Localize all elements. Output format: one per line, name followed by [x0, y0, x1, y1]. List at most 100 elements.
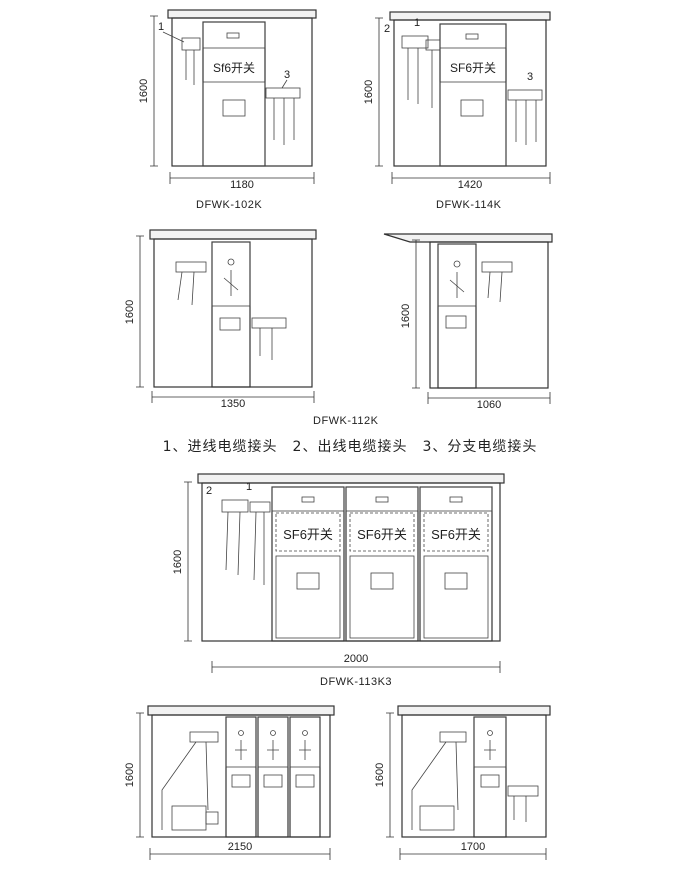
sf6-panel-3	[419, 486, 493, 642]
switch-panel-3	[289, 716, 321, 838]
height-dimension	[386, 712, 394, 838]
roof	[383, 233, 553, 243]
model-caption: DFWK-113K3	[320, 676, 393, 688]
cable-head-1	[425, 39, 441, 51]
model-caption: DFWK-102K	[196, 199, 263, 211]
width-dimension	[391, 172, 551, 184]
cabinet-body	[151, 714, 331, 838]
cable-head	[507, 785, 539, 797]
cable-head-3	[265, 87, 301, 99]
switch-label: SF6开关	[283, 527, 333, 542]
height-dimension	[412, 239, 420, 389]
cabinet-body	[153, 238, 313, 388]
model-caption: DFWK-112K	[313, 415, 379, 427]
unit-bottom-right: 1600 1700	[374, 705, 551, 860]
cable	[225, 511, 241, 576]
lower-door	[439, 81, 507, 167]
height-label: 1600	[363, 80, 375, 104]
height-label: 1600	[172, 550, 184, 574]
legend: 1、进线电缆接头 2、出线电缆接头 3、分支电缆接头	[162, 439, 538, 455]
cable	[487, 271, 503, 303]
indicator	[465, 33, 479, 40]
cable-head-2	[221, 499, 249, 513]
callout-3: 3	[527, 71, 533, 83]
cable	[513, 796, 527, 822]
unit-dfwk-112k-right: 1600 1060	[383, 233, 553, 411]
switch-label: SF6开关	[450, 61, 496, 75]
lower-door	[202, 81, 266, 167]
width-dimension	[427, 392, 551, 404]
terminal	[205, 811, 219, 825]
cabinet-body	[429, 241, 549, 389]
callout-3: 3	[284, 69, 290, 81]
control-section	[437, 243, 477, 307]
callout-2: 2	[206, 485, 212, 497]
gauge	[227, 258, 235, 266]
callout-1: 1	[414, 17, 420, 29]
width-label: 1700	[461, 841, 485, 853]
cable	[407, 48, 419, 104]
cable	[185, 50, 195, 85]
unit-bottom-left: 1600 2150	[124, 705, 335, 860]
unit-dfwk-114k: SF6开关 2 1 3 1600 1420	[363, 11, 551, 191]
width-dimension	[169, 172, 315, 184]
width-dimension	[149, 848, 331, 860]
gauge	[453, 260, 461, 268]
height-label: 1600	[124, 300, 136, 324]
width-label: 1180	[230, 179, 254, 191]
view-window	[445, 315, 467, 329]
cable-head	[481, 261, 513, 273]
cable	[259, 328, 273, 360]
unit-dfwk-113k3: SF6开关 SF6开关 SF6开关 2 1 1600 2000	[172, 473, 505, 673]
cabinet-body	[201, 482, 501, 642]
width-label: 1350	[221, 398, 245, 410]
height-dimension	[375, 17, 383, 167]
cable	[411, 741, 459, 830]
roof	[397, 705, 551, 716]
sf6-panel	[202, 21, 266, 167]
height-label: 1600	[374, 763, 386, 787]
cabinet-body	[171, 17, 313, 167]
width-label: 1060	[477, 399, 501, 411]
width-label: 2000	[344, 653, 368, 665]
roof	[167, 9, 317, 19]
height-label: 1600	[138, 79, 150, 103]
callout-1: 1	[158, 21, 164, 33]
height-dimension	[184, 481, 192, 642]
switch-label: SF6开关	[431, 527, 481, 542]
width-dimension	[399, 848, 547, 860]
control-section	[473, 716, 507, 768]
switch-panel-2	[257, 716, 289, 838]
roof	[147, 705, 335, 716]
height-label: 1600	[124, 763, 136, 787]
gauge	[487, 730, 493, 736]
width-label: 1420	[458, 179, 482, 191]
switch-label: Sf6开关	[213, 61, 255, 75]
cable	[177, 271, 195, 306]
cable-head-1	[181, 37, 201, 51]
switch-panel	[211, 241, 251, 388]
width-label: 2150	[228, 841, 252, 853]
unit-dfwk-102k: Sf6开关 1 3 1600 1180	[138, 9, 317, 191]
cable	[161, 741, 209, 830]
roof	[149, 229, 317, 240]
view-window	[219, 317, 241, 331]
mimic-diagram	[484, 740, 496, 760]
upper-door	[202, 21, 266, 49]
leader-line	[162, 31, 185, 43]
leader-line	[281, 79, 288, 89]
model-caption: DFWK-114K	[436, 199, 502, 211]
indicator	[226, 32, 240, 39]
switch-label: SF6开关	[357, 527, 407, 542]
width-dimension	[211, 661, 501, 673]
cable-head-1	[249, 501, 271, 513]
view-window	[222, 99, 246, 117]
sf6-panel-2	[345, 486, 419, 642]
cable-head	[439, 731, 467, 743]
roof	[197, 473, 505, 484]
cabinet-body	[393, 19, 547, 167]
height-label: 1600	[400, 304, 412, 328]
cable	[515, 100, 537, 145]
sf6-panel-1	[271, 486, 345, 642]
